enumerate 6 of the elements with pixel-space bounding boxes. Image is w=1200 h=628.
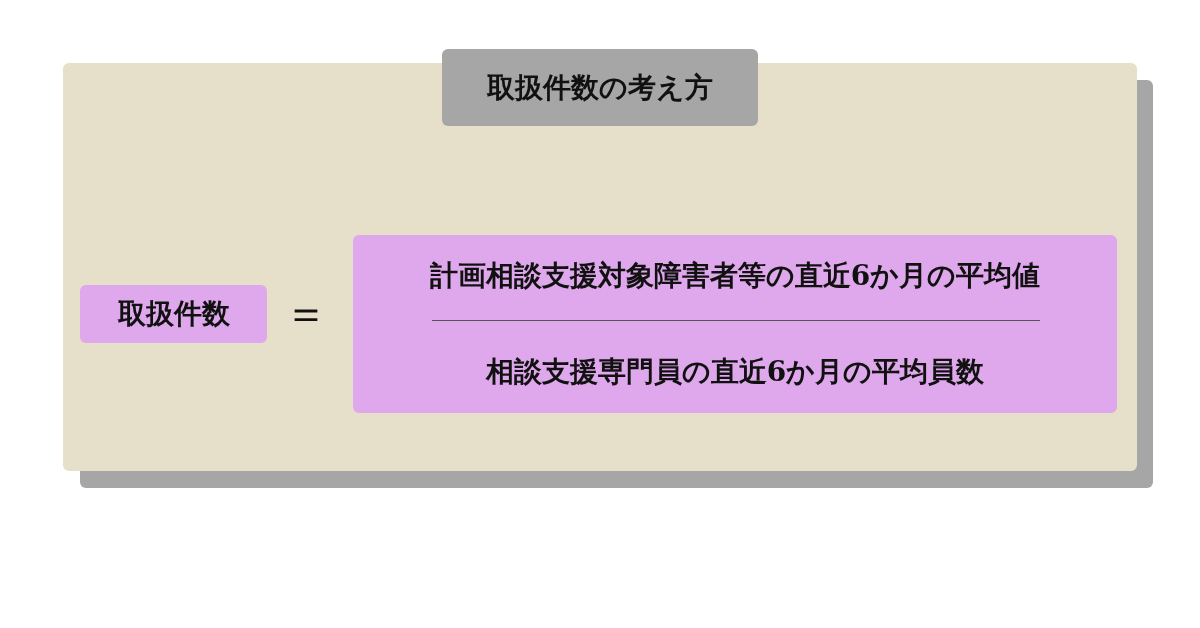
term-box: 取扱件数 [80,285,267,343]
denominator-text: 相談支援専門員の直近6か月の平均員数 [484,354,986,390]
title-box: 取扱件数の考え方 [442,49,758,126]
equals-sign: ＝ [284,288,328,338]
numerator-text: 計画相談支援対象障害者等の直近6か月の平均値 [428,258,1042,294]
fraction-box [353,235,1117,413]
